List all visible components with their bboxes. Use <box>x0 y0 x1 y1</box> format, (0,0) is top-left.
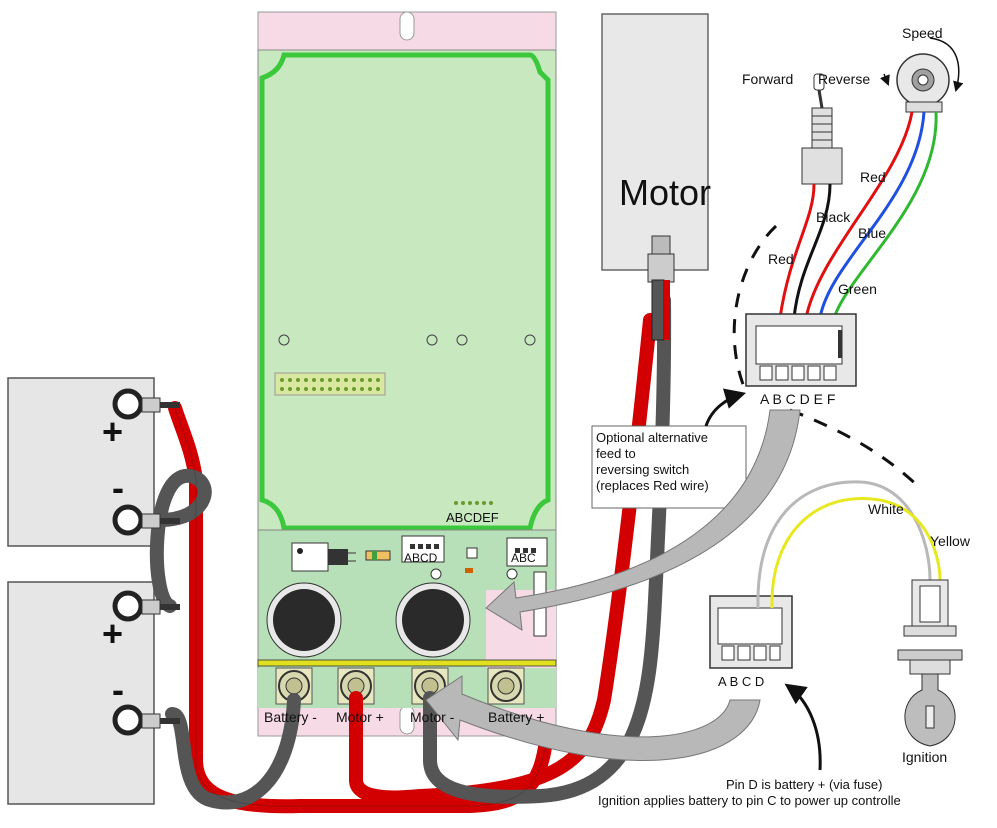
battery-bottom-terminals <box>112 590 180 736</box>
note-box-reversing <box>591 425 747 509</box>
wire-label-white: White <box>868 501 904 517</box>
note-reverse-line2: feed to <box>596 446 636 461</box>
forward-label: Forward <box>742 71 793 87</box>
speed-label: Speed <box>902 25 942 41</box>
wire-label-yellow: Yellow <box>930 533 971 549</box>
battery-top-plus-sign: + <box>102 411 123 452</box>
main-board <box>257 49 557 531</box>
connector-abcd-pins: A B C D <box>718 674 764 689</box>
ignition-label: Ignition <box>902 749 947 765</box>
battery-bottom-plus-sign: + <box>102 613 123 654</box>
control-wires <box>778 111 938 319</box>
reverse-label: Reverse <box>818 71 870 87</box>
note-reverse-line3: reversing switch <box>596 462 689 477</box>
battery-top-minus-sign: - <box>112 467 124 508</box>
note-reverse-line1: Optional alternative <box>596 430 708 445</box>
header-pins-label: ABCDEF <box>446 510 499 525</box>
speed-potentiometer <box>896 37 964 113</box>
ignition-switch <box>897 579 963 747</box>
reverse-arrow-icon <box>880 73 890 86</box>
wire-label-red-pot: Red <box>860 169 886 185</box>
note-ignition: Ignition applies battery to pin C to pow… <box>598 793 901 808</box>
wire-label-black: Black <box>816 209 851 225</box>
connector-abcdef <box>745 313 857 387</box>
wire-label-green: Green <box>838 281 877 297</box>
board-conn-abc-label: ABC <box>511 551 536 565</box>
note-pin-d: Pin D is battery + (via fuse) <box>726 777 882 792</box>
motor-body <box>601 13 709 341</box>
motor-label: Motor <box>619 172 711 213</box>
rotation-arrow-icon <box>929 37 964 93</box>
label-battery-minus: Battery - <box>264 709 317 725</box>
battery-bottom-minus-sign: - <box>112 669 124 710</box>
terminal-battery-minus <box>275 667 313 705</box>
label-motor-minus: Motor - <box>410 709 455 725</box>
note-arrow-icon <box>704 388 747 427</box>
ignition-wires <box>756 480 942 609</box>
battery-top-terminals <box>112 388 180 536</box>
reversing-switch <box>801 73 843 185</box>
board-conn-abcd-label: ABCD <box>404 551 438 565</box>
terminal-battery-plus <box>487 667 525 705</box>
terminal-motor-plus <box>337 667 375 705</box>
battery-bottom <box>7 581 155 805</box>
note-reverse-line4: (replaces Red wire) <box>596 478 709 493</box>
dashed-alt-feed <box>732 224 922 490</box>
wire-label-red-switch: Red <box>768 251 794 267</box>
wire-label-blue: Blue <box>858 225 886 241</box>
pin-d-arrow-icon <box>784 683 822 771</box>
label-motor-plus: Motor + <box>336 709 384 725</box>
connector-abcdef-pins: A B C D E F <box>760 391 835 407</box>
label-battery-plus: Battery + <box>488 709 544 725</box>
connector-abcd <box>709 595 793 669</box>
grey-connection-arrows <box>425 409 801 761</box>
pin-strip <box>280 378 380 391</box>
